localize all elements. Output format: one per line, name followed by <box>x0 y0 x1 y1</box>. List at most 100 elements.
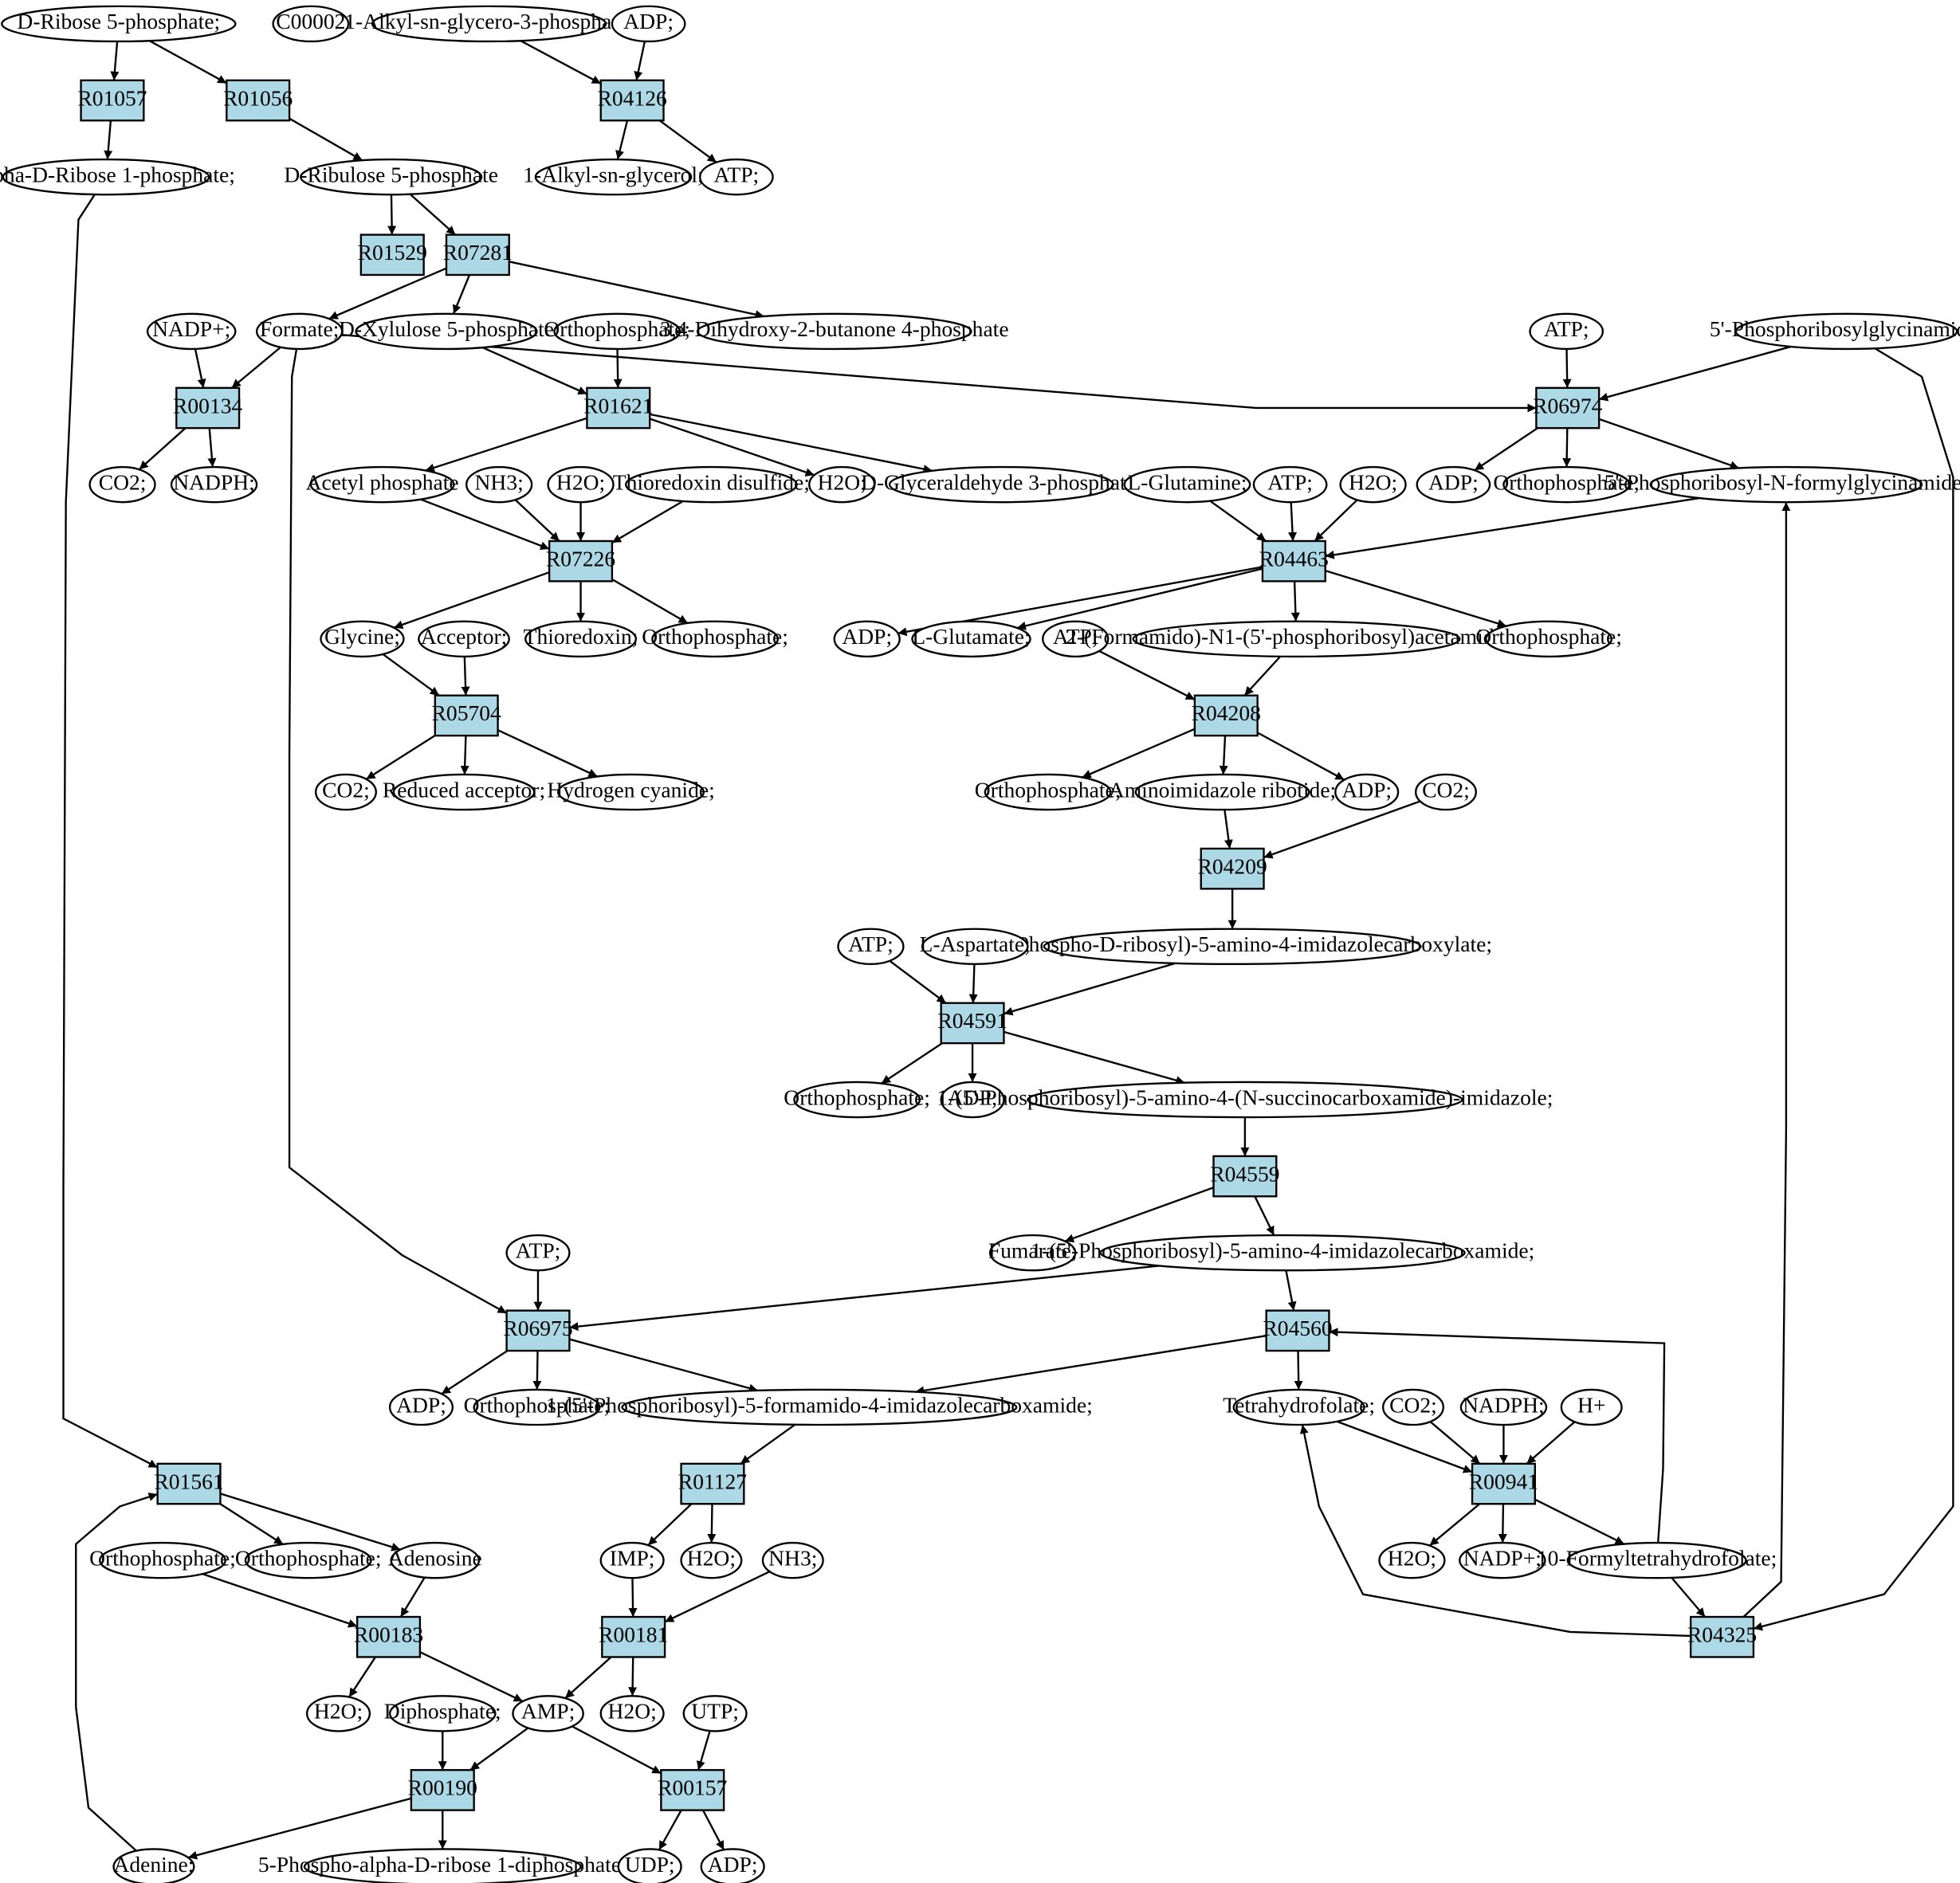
compound-node-thf[interactable]: Tetrahydrofolate; <box>1223 1388 1375 1426</box>
compound-node-adp6[interactable]: ADP; <box>388 1388 454 1426</box>
reaction-node-R00183[interactable]: R00183 <box>354 1615 423 1658</box>
reaction-node-R01621[interactable]: R01621 <box>583 386 653 430</box>
reaction-node-R07281[interactable]: R07281 <box>443 233 513 277</box>
compound-node-nh3a[interactable]: NH3; <box>465 465 533 504</box>
compound-node-adp7[interactable]: ADP; <box>700 1848 765 1883</box>
compound-node-air[interactable]: Aminoimidazole ribotide; <box>1109 773 1336 811</box>
compound-node-udp[interactable]: UDP; <box>617 1848 682 1883</box>
compound-node-dhbp[interactable]: 3,4-Dihydroxy-2-butanone 4-phosphate <box>660 312 1009 351</box>
compound-node-g3p[interactable]: D-Glyceraldehyde 3-phosphate; <box>861 465 1142 504</box>
compound-node-adenosine[interactable]: Adenosine <box>388 1541 482 1579</box>
compound-node-h2oc[interactable]: H2O; <box>1339 465 1407 504</box>
compound-node-co2c[interactable]: CO2; <box>1414 773 1477 811</box>
compound-node-adp1[interactable]: ADP; <box>611 5 686 43</box>
reaction-node-R01057[interactable]: R01057 <box>77 79 147 122</box>
reaction-node-R04325[interactable]: R04325 <box>1687 1615 1757 1658</box>
reaction-node-R07226[interactable]: R07226 <box>546 539 615 583</box>
compound-node-atp3[interactable]: ATP; <box>1252 465 1328 504</box>
compound-node-co2d[interactable]: CO2; <box>1382 1388 1444 1426</box>
compound-node-diphosphate[interactable]: Diphosphate; <box>384 1695 501 1732</box>
reaction-node-R00190[interactable]: R00190 <box>408 1769 477 1811</box>
reaction-node-R00157[interactable]: R00157 <box>658 1769 727 1811</box>
compound-node-alkylg3p[interactable]: 1-Alkyl-sn-glycero-3-phosphate; <box>344 5 634 43</box>
reaction-node-R06975[interactable]: R06975 <box>503 1309 573 1352</box>
compound-node-co2a[interactable]: CO2; <box>88 465 156 504</box>
compound-node-acceptor[interactable]: Acceptor; <box>418 620 510 658</box>
compound-node-c00002[interactable]: C00002 <box>272 5 350 43</box>
compound-node-adp4[interactable]: ADP; <box>1334 773 1400 811</box>
compound-node-alkylg[interactable]: 1-Alkyl-sn-glycerol; <box>523 158 704 196</box>
compound-node-ortho9[interactable]: Orthophosphate; <box>235 1541 382 1579</box>
compound-node-imp[interactable]: IMP; <box>599 1541 665 1579</box>
compound-node-atp1[interactable]: ATP; <box>699 158 774 196</box>
compound-node-formylthf[interactable]: 10-Formyltetrahydrofolate; <box>1537 1541 1777 1579</box>
compound-node-ortho5[interactable]: Orthophosphate; <box>975 773 1121 811</box>
compound-node-ortho3[interactable]: Orthophosphate; <box>642 620 788 658</box>
compound-node-ortho6[interactable]: Orthophosphate; <box>784 1081 930 1119</box>
compound-node-fgam[interactable]: 2-(Formamido)-N1-(5'-phosphoribosyl)acet… <box>1066 620 1527 658</box>
compound-node-prpp[interactable]: 5-Phospho-alpha-D-ribose 1-diphosphate; <box>258 1848 627 1883</box>
compound-node-hcn[interactable]: Hydrogen cyanide; <box>547 773 715 811</box>
compound-node-cair[interactable]: 1-(5-Phospho-D-ribosyl)-5-amino-4-imidaz… <box>972 928 1492 966</box>
compound-node-atp6[interactable]: ATP; <box>505 1234 571 1272</box>
compound-node-adp5[interactable]: ADP; <box>940 1081 1005 1119</box>
reaction-node-R04463[interactable]: R04463 <box>1259 539 1329 583</box>
compound-node-acetylp[interactable]: Acetyl phosphate <box>306 465 459 504</box>
compound-node-saicar[interactable]: 1-(5'-Phosphoribosyl)-5-amino-4-(N-succi… <box>937 1081 1553 1119</box>
compound-node-h2of[interactable]: H2O; <box>305 1695 371 1732</box>
compound-node-ortho7[interactable]: Orthophosphate; <box>464 1388 611 1426</box>
compound-node-lasp[interactable]: L-Aspartate; <box>920 928 1031 966</box>
compound-node-ortho4[interactable]: Orthophosphate; <box>1475 620 1622 658</box>
compound-node-nh3b[interactable]: NH3; <box>761 1541 824 1579</box>
reaction-node-R06974[interactable]: R06974 <box>1533 386 1603 430</box>
compound-node-redacc[interactable]: Reduced acceptor; <box>383 773 545 811</box>
compound-node-lgln[interactable]: L-Glutamine; <box>1123 465 1251 504</box>
compound-node-trxss[interactable]: Thioredoxin disulfide; <box>613 465 810 504</box>
compound-node-aicar[interactable]: 1-(5'-Phosphoribosyl)-5-amino-4-imidazol… <box>1031 1234 1534 1272</box>
compound-node-adp2[interactable]: ADP; <box>1416 465 1491 504</box>
compound-node-lglu[interactable]: L-Glutamate; <box>911 620 1031 658</box>
compound-node-ribose5p[interactable]: D-Ribose 5-phosphate; <box>1 5 237 43</box>
compound-node-nadp2[interactable]: NADP+; <box>1459 1541 1546 1579</box>
compound-node-atp5[interactable]: ATP; <box>837 928 905 966</box>
compound-node-ortho2[interactable]: Orthophosphate; <box>1493 465 1640 504</box>
reaction-node-R04208[interactable]: R04208 <box>1192 694 1261 737</box>
compound-node-ribulose5p[interactable]: D-Ribulose 5-phosphate <box>284 158 498 196</box>
compound-node-nadph1[interactable]: NADPH; <box>170 465 258 504</box>
compound-node-h2od[interactable]: H2O; <box>680 1541 743 1579</box>
reaction-node-R00181[interactable]: R00181 <box>599 1615 668 1658</box>
reaction-node-R00941[interactable]: R00941 <box>1469 1462 1538 1505</box>
reaction-node-R04209[interactable]: R04209 <box>1198 847 1267 890</box>
compound-node-thioredoxin[interactable]: Thioredoxin; <box>524 620 638 658</box>
compound-node-h2oe[interactable]: H2O; <box>1378 1541 1446 1579</box>
compound-node-faicar[interactable]: 1-(5'-Phosphoribosyl)-5-formamido-4-imid… <box>546 1388 1093 1426</box>
compound-node-atp2[interactable]: ATP; <box>1529 312 1605 351</box>
reaction-node-R01529[interactable]: R01529 <box>358 233 427 277</box>
compound-node-atp4[interactable]: ATP; <box>1042 620 1110 658</box>
reaction-node-R04126[interactable]: R04126 <box>598 79 667 122</box>
compound-node-utp[interactable]: UTP; <box>682 1695 748 1732</box>
compound-node-glycine[interactable]: Glycine; <box>320 620 405 658</box>
compound-node-nadph2[interactable]: NADPH; <box>1459 1388 1548 1426</box>
reaction-node-R01127[interactable]: R01127 <box>678 1462 747 1505</box>
compound-node-aribose1p[interactable]: alpha-D-Ribose 1-phosphate; <box>0 158 235 196</box>
reaction-node-R04560[interactable]: R04560 <box>1263 1309 1333 1352</box>
compound-node-ortho1[interactable]: Orthophosphate; <box>544 312 690 351</box>
compound-node-formate[interactable]: Formate; <box>255 312 344 351</box>
compound-node-h2ob[interactable]: H2O; <box>808 465 876 504</box>
compound-node-prga[interactable]: 5'-Phosphoribosylglycinamide; <box>1710 312 1960 351</box>
reaction-node-R00134[interactable]: R00134 <box>173 386 243 430</box>
reaction-node-R01561[interactable]: R01561 <box>154 1462 224 1505</box>
compound-node-amp[interactable]: AMP; <box>512 1695 584 1732</box>
reaction-node-R01056[interactable]: R01056 <box>223 79 293 122</box>
compound-node-co2b[interactable]: CO2; <box>314 773 377 811</box>
compound-node-fumarate[interactable]: Fumarate; <box>988 1234 1078 1272</box>
reaction-node-R04591[interactable]: R04591 <box>937 1002 1007 1045</box>
compound-node-hplus[interactable]: H+ <box>1560 1388 1623 1426</box>
compound-node-ortho8[interactable]: Orthophosphate; <box>89 1541 236 1579</box>
compound-node-adenine[interactable]: Adenine; <box>112 1848 195 1883</box>
compound-node-xylulose5p[interactable]: D-Xylulose 5-phosphate <box>339 312 554 351</box>
reaction-node-R05704[interactable]: R05704 <box>432 694 501 737</box>
compound-node-nadp1[interactable]: NADP+; <box>146 312 237 351</box>
reaction-node-R04559[interactable]: R04559 <box>1210 1155 1280 1198</box>
